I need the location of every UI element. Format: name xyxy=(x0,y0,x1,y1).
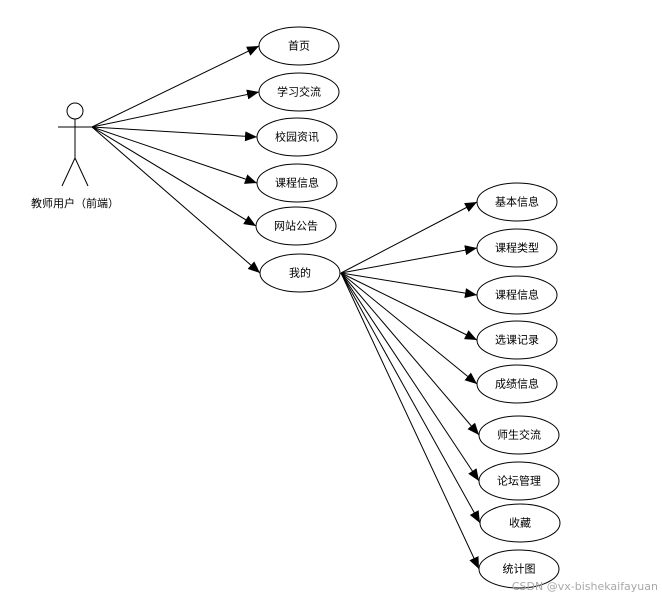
association-arrow-mine-to-teacher-student-exchange xyxy=(340,272,480,436)
use-case-favorites[interactable]: 收藏 xyxy=(479,503,561,543)
association-arrow-mine-to-course-info-2 xyxy=(340,272,478,299)
use-case-grade-info[interactable]: 成绩信息 xyxy=(476,364,558,404)
association-arrow-actor-to-home xyxy=(91,45,260,128)
actor-teacher-user[interactable]: 教师用户（前端） xyxy=(31,102,119,210)
use-case-course-info-2[interactable]: 课程信息 xyxy=(476,275,558,315)
primary-use-cases: 首页 学习交流 校园资讯 课程信息 网站公告 我的 xyxy=(255,26,341,293)
use-case-enroll-record[interactable]: 选课记录 xyxy=(476,320,558,360)
use-case-course-info[interactable]: 课程信息 xyxy=(256,163,338,203)
use-case-label: 课程类型 xyxy=(495,241,539,255)
use-case-statistics-chart[interactable]: 统计图 xyxy=(478,549,560,589)
association-arrow-actor-to-study-exchange xyxy=(91,89,260,128)
use-case-label: 首页 xyxy=(288,39,310,53)
use-case-label: 校园资讯 xyxy=(275,130,319,144)
use-case-study-exchange[interactable]: 学习交流 xyxy=(258,72,340,112)
association-lines xyxy=(91,45,481,570)
use-case-label: 课程信息 xyxy=(495,288,539,302)
use-case-label: 选课记录 xyxy=(495,334,539,347)
association-arrow-mine-to-favorites xyxy=(340,272,481,524)
association-arrow-mine-to-grade-info xyxy=(340,272,478,385)
actor-left-leg xyxy=(61,157,76,187)
association-arrow-actor-to-mine xyxy=(91,126,261,274)
association-arrow-actor-to-course-info xyxy=(91,126,258,184)
association-arrow-mine-to-forum-manage xyxy=(340,272,480,482)
use-case-forum-manage[interactable]: 论坛管理 xyxy=(478,461,560,501)
use-case-label: 师生交流 xyxy=(497,428,541,442)
use-case-label: 我的 xyxy=(289,266,311,280)
association-arrow-mine-to-statistics-chart xyxy=(340,272,480,570)
use-case-mine[interactable]: 我的 xyxy=(259,253,341,293)
actor-right-leg xyxy=(74,157,89,187)
use-case-home[interactable]: 首页 xyxy=(258,26,340,66)
use-case-basic-info[interactable]: 基本信息 xyxy=(476,182,558,222)
sub-use-cases: 基本信息 课程类型 课程信息 选课记录 成绩信息 师生交流 论坛管理 收藏 xyxy=(476,182,561,589)
watermark-text: CSDN @vx-bishekaifayuan xyxy=(512,580,658,593)
use-case-label: 统计图 xyxy=(503,563,536,576)
use-case-teacher-student-exchange[interactable]: 师生交流 xyxy=(478,415,560,455)
use-case-label: 论坛管理 xyxy=(497,474,541,488)
use-case-label: 学习交流 xyxy=(277,85,321,99)
association-arrow-mine-to-enroll-record xyxy=(340,272,478,341)
use-case-label: 收藏 xyxy=(509,516,531,530)
actor-head xyxy=(66,102,84,120)
association-arrow-actor-to-campus-news xyxy=(91,126,258,142)
use-case-campus-news[interactable]: 校园资讯 xyxy=(256,117,338,157)
association-arrow-mine-to-course-type xyxy=(340,245,478,274)
use-case-label: 课程信息 xyxy=(275,176,319,190)
use-case-label: 网站公告 xyxy=(274,219,318,233)
use-case-site-notice[interactable]: 网站公告 xyxy=(255,206,337,246)
use-case-label: 成绩信息 xyxy=(495,377,539,391)
association-arrow-mine-to-basic-info xyxy=(340,201,478,274)
association-arrow-actor-to-site-notice xyxy=(91,126,257,227)
use-case-course-type[interactable]: 课程类型 xyxy=(476,228,558,268)
actor-label: 教师用户（前端） xyxy=(31,196,119,210)
use-case-label: 基本信息 xyxy=(495,195,539,209)
